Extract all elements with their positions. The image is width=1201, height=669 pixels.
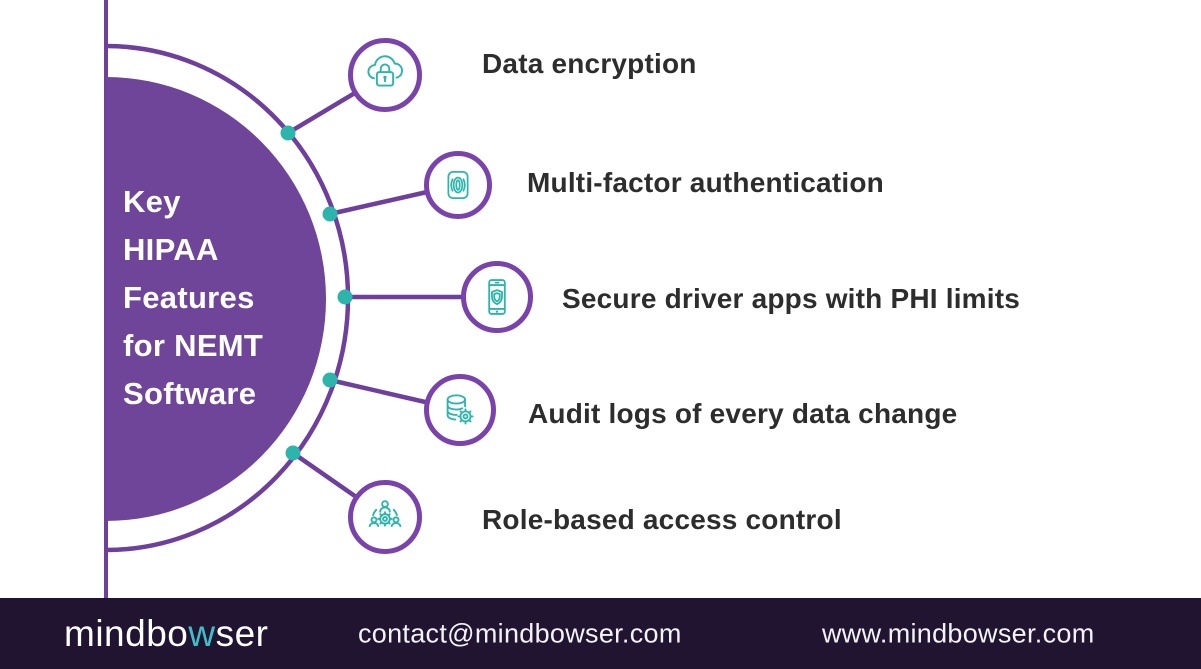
logo-text-part1: mindbo bbox=[64, 612, 189, 654]
footer-website: www.mindbowser.com bbox=[822, 618, 1095, 648]
item-label-multi-factor: Multi-factor authentication bbox=[527, 167, 884, 198]
cloud-lock-icon bbox=[367, 55, 403, 87]
people-gear-icon bbox=[368, 500, 402, 528]
item-label-audit-logs: Audit logs of every data change bbox=[528, 398, 958, 429]
item-circle-audit-logs bbox=[424, 374, 496, 446]
footer-email: contact@mindbowser.com bbox=[358, 618, 682, 648]
phone-shield-icon bbox=[488, 279, 506, 315]
page-title-line: Features bbox=[123, 280, 255, 315]
item-label-secure-driver-apps: Secure driver apps with PHI limits bbox=[562, 283, 1021, 314]
mindbowser-logo: mindbowser bbox=[64, 613, 269, 655]
connector-dots bbox=[280, 125, 353, 461]
logo-text-accent: w bbox=[188, 612, 216, 654]
item-label-role-based-access: Role-based access control bbox=[482, 504, 842, 535]
page-title: Key HIPAA Features for NEMT Software bbox=[123, 178, 263, 418]
footer-bar: mindbowser contact@mindbowser.com www.mi… bbox=[0, 598, 1201, 669]
fingerprint-icon bbox=[447, 171, 469, 199]
item-circle-data-encryption bbox=[348, 38, 422, 112]
page-title-line: Key bbox=[123, 184, 181, 219]
page-title-line: HIPAA bbox=[123, 232, 219, 267]
title-semicircle bbox=[106, 77, 326, 521]
database-gear-icon bbox=[446, 394, 474, 425]
item-circle-multi-factor bbox=[424, 151, 492, 219]
logo-text-part2: ser bbox=[215, 612, 269, 654]
item-circle-role-based-access bbox=[348, 480, 422, 554]
diagram-graphics bbox=[104, 0, 500, 598]
page-title-line: Software bbox=[123, 376, 257, 411]
page-title-line: for NEMT bbox=[123, 328, 264, 363]
item-label-data-encryption: Data encryption bbox=[482, 48, 697, 79]
item-circle-secure-driver-apps bbox=[461, 261, 533, 333]
